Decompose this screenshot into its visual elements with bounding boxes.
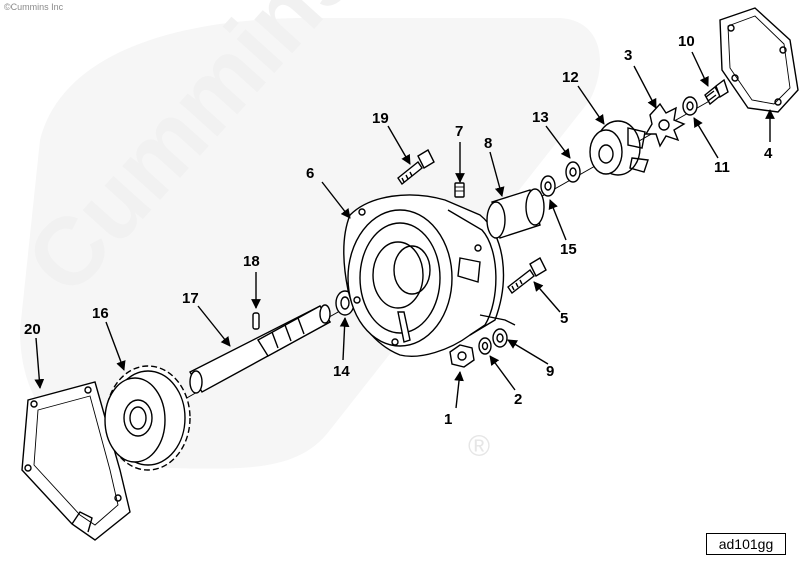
housing xyxy=(343,194,516,357)
callout-8: 8 xyxy=(484,135,492,152)
callout-labels: 1 2 3 4 5 6 7 8 9 10 11 12 13 14 15 16 1… xyxy=(24,33,773,428)
copyright-text: ©Cummins Inc xyxy=(4,2,64,12)
washer-9 xyxy=(492,328,508,348)
washer-13 xyxy=(565,161,581,183)
callout-19: 19 xyxy=(372,110,389,127)
callout-6: 6 xyxy=(306,165,314,182)
lockwasher xyxy=(478,337,492,355)
callout-4: 4 xyxy=(764,145,773,162)
plug xyxy=(454,182,465,198)
callout-13: 13 xyxy=(532,109,549,126)
callout-15: 15 xyxy=(560,241,577,258)
washer-15 xyxy=(540,175,556,197)
callout-1: 1 xyxy=(444,411,452,428)
gear xyxy=(104,365,191,471)
callout-11: 11 xyxy=(714,159,730,176)
registered-mark: ® xyxy=(468,430,490,463)
figure-id-label: ad101gg xyxy=(706,533,786,555)
capscrew-5 xyxy=(507,257,547,295)
callout-18: 18 xyxy=(243,253,260,270)
impeller xyxy=(644,102,686,148)
gasket-right xyxy=(719,7,799,113)
callout-17: 17 xyxy=(182,290,199,307)
callout-20: 20 xyxy=(24,321,41,338)
nut xyxy=(449,344,475,368)
callout-2: 2 xyxy=(514,391,522,408)
cummins-watermark: Cummins ® xyxy=(6,0,600,469)
screw-10 xyxy=(704,78,729,106)
leader-lines xyxy=(34,51,775,409)
gasket-left xyxy=(21,381,131,541)
capscrew-19 xyxy=(397,149,435,186)
pin xyxy=(252,312,260,330)
callout-10: 10 xyxy=(678,33,695,50)
shaft xyxy=(189,304,331,394)
callout-14: 14 xyxy=(333,363,350,380)
callout-12: 12 xyxy=(562,69,579,86)
callout-7: 7 xyxy=(455,123,463,140)
callout-5: 5 xyxy=(560,310,568,327)
rotor xyxy=(589,120,649,176)
washer-11 xyxy=(682,96,698,116)
callout-3: 3 xyxy=(624,47,632,64)
callout-16: 16 xyxy=(92,305,109,322)
callout-9: 9 xyxy=(546,363,554,380)
bushing xyxy=(486,188,545,239)
